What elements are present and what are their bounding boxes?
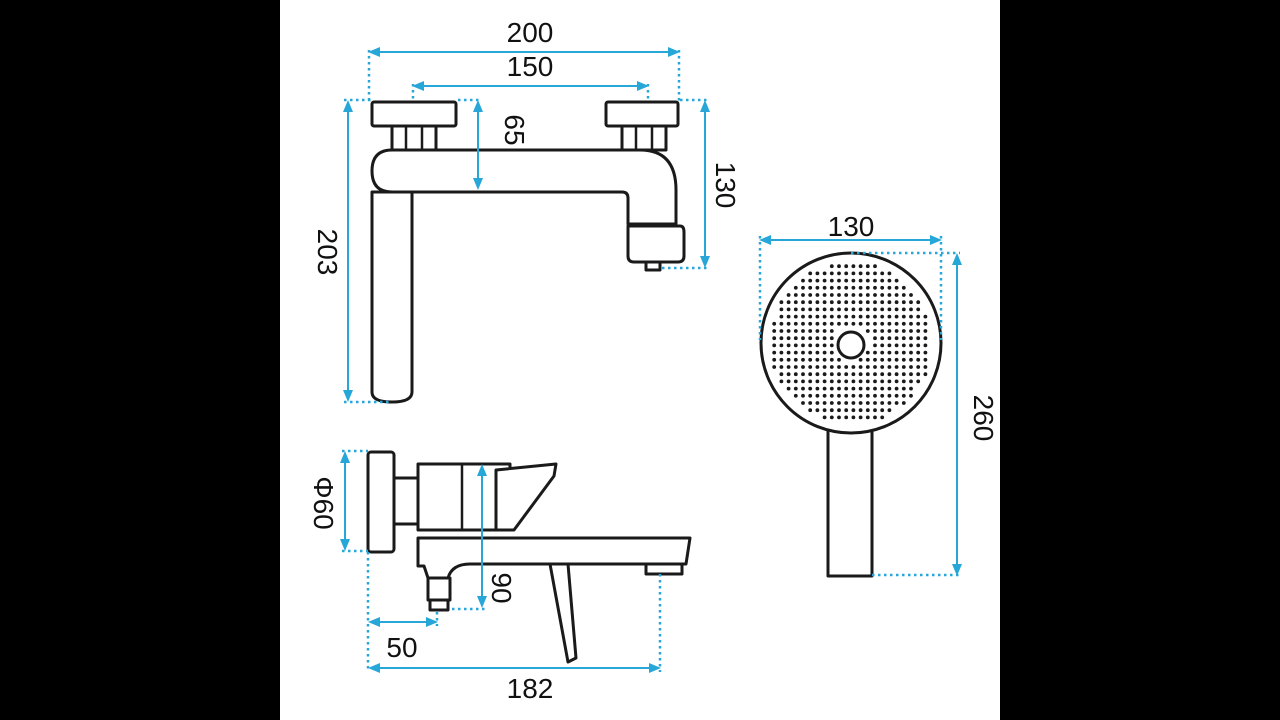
outlet-connector <box>426 576 452 602</box>
spout-tip-side <box>644 562 684 576</box>
dim-label-150: 150 <box>507 51 554 82</box>
lever-handle-side <box>494 462 558 532</box>
left-wall-flange <box>370 100 458 128</box>
faucet-top-view <box>370 100 686 404</box>
shower-center-disc <box>836 330 866 360</box>
shower-nozzle-grid <box>772 264 928 420</box>
wall-flange-side <box>366 450 396 554</box>
vertical-lever-body <box>370 190 414 404</box>
right-wall-flange <box>604 100 680 128</box>
shower-handle <box>826 418 874 578</box>
dim-label-200: 200 <box>507 17 554 48</box>
dim-label-260: 260 <box>968 395 999 442</box>
dimension-labels: 200 150 65 130 203 Φ60 90 50 182 130 260 <box>308 17 999 704</box>
dim-label-203: 203 <box>312 229 343 276</box>
outlet-nozzle <box>644 260 662 272</box>
dim-label-65: 65 <box>499 114 530 145</box>
dim-label-130-top: 130 <box>710 162 741 209</box>
dim-label-182: 182 <box>507 673 554 704</box>
faucet-side-view <box>366 450 692 664</box>
dim-label-90: 90 <box>486 572 517 603</box>
dim-label-diameter-60: Φ60 <box>308 476 339 529</box>
hand-lever-blade <box>548 562 578 664</box>
spout-side <box>416 536 692 580</box>
connector-side <box>392 476 420 526</box>
dim-label-50: 50 <box>386 632 417 663</box>
dim-label-130-shower: 130 <box>828 211 875 242</box>
spout-arm <box>370 148 678 226</box>
hand-shower <box>759 251 943 578</box>
left-hex-nut <box>390 124 438 152</box>
right-hex-nut <box>620 124 668 152</box>
diverter-knob <box>626 224 686 264</box>
dimension-lines <box>340 47 962 673</box>
outlet-thread <box>428 598 450 612</box>
